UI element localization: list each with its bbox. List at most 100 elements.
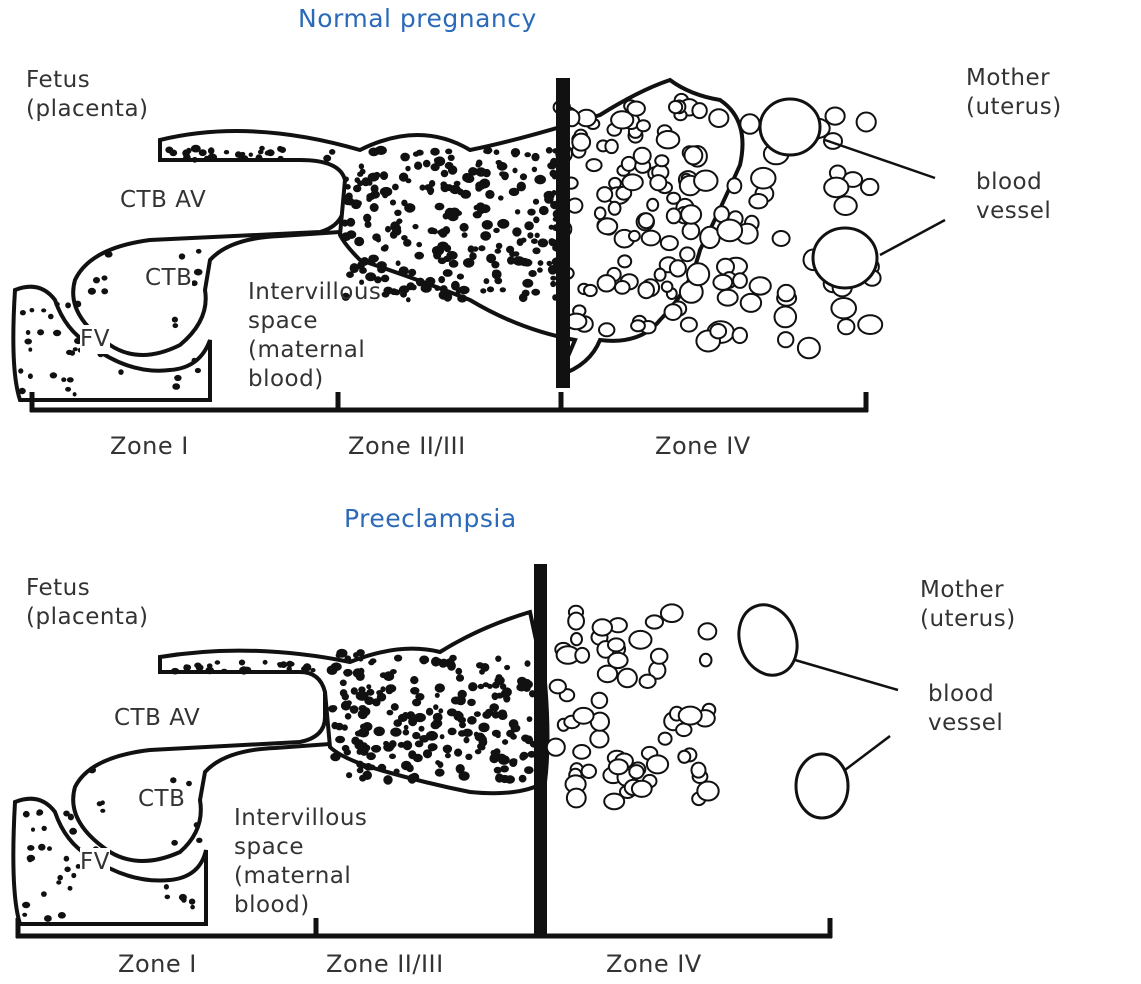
trophoblast-cell: [50, 372, 57, 378]
trophoblast-cell: [241, 669, 247, 674]
trophoblast-cell: [511, 758, 518, 763]
trophoblast-cell: [327, 665, 338, 675]
trophoblast-cell: [183, 154, 191, 162]
trophoblast-cell: [504, 691, 510, 697]
trophoblast-cell: [241, 155, 248, 161]
trophoblast-cell: [457, 294, 467, 302]
trophoblast-cell: [54, 302, 59, 307]
diagram-preeclampsia: [0, 492, 1141, 984]
trophoblast-cell: [394, 655, 402, 662]
trophoblast-cell: [487, 286, 494, 292]
trophoblast-cell: [778, 285, 795, 301]
trophoblast-cell: [834, 196, 856, 215]
trophoblast-cell: [426, 708, 433, 716]
trophoblast-cell: [336, 653, 342, 658]
trophoblast-cell: [440, 734, 445, 739]
trophoblast-cell: [278, 156, 284, 161]
trophoblast-cell: [831, 298, 856, 318]
trophoblast-cell: [64, 867, 70, 873]
trophoblast-cell: [196, 838, 202, 843]
trophoblast-cell: [423, 160, 431, 168]
trophoblast-cell: [383, 244, 389, 250]
trophoblast-cell: [502, 739, 508, 745]
trophoblast-cell: [398, 742, 405, 748]
trophoblast-cell: [440, 659, 447, 665]
trophoblast-cell: [443, 292, 452, 302]
trophoblast-cell: [521, 238, 527, 243]
trophoblast-cell: [172, 383, 180, 390]
trophoblast-cell: [492, 270, 498, 276]
trophoblast-cell: [669, 101, 682, 113]
trophoblast-cell: [376, 690, 383, 695]
trophoblast-cell: [710, 324, 726, 338]
trophoblast-cell: [480, 288, 486, 293]
trophoblast-cell: [350, 705, 359, 714]
fv-label: FV: [80, 848, 110, 877]
trophoblast-cell: [487, 684, 493, 689]
trophoblast-cell: [824, 178, 848, 198]
trophoblast-cell: [538, 260, 544, 266]
trophoblast-cell: [441, 170, 449, 177]
trophoblast-cell: [37, 329, 44, 335]
trophoblast-cell: [491, 261, 499, 268]
trophoblast-cell: [61, 377, 66, 382]
trophoblast-cell: [567, 789, 586, 808]
trophoblast-cell: [435, 760, 440, 765]
trophoblast-cell: [367, 180, 373, 186]
trophoblast-cell: [71, 873, 76, 878]
trophoblast-cell: [697, 782, 718, 801]
trophoblast-cell: [438, 708, 443, 713]
trophoblast-cell: [64, 856, 70, 862]
trophoblast-cell: [412, 699, 421, 707]
trophoblast-cell: [460, 190, 471, 199]
trophoblast-cell: [189, 899, 195, 905]
trophoblast-cell: [457, 274, 464, 280]
trophoblast-cell: [428, 227, 436, 234]
trophoblast-cell: [443, 745, 452, 754]
trophoblast-cell: [400, 291, 407, 298]
trophoblast-cell: [590, 730, 608, 747]
intervillous-label: Intervillous space (maternal blood): [234, 804, 367, 920]
trophoblast-cell: [573, 708, 593, 724]
trophoblast-cell: [186, 148, 191, 154]
trophoblast-cell: [404, 203, 415, 213]
trophoblast-cell: [369, 255, 379, 263]
trophoblast-cell: [434, 157, 441, 163]
trophoblast-cell: [546, 147, 553, 154]
trophoblast-cell: [368, 148, 379, 157]
trophoblast-cell: [494, 767, 502, 774]
trophoblast-cell: [378, 764, 387, 772]
trophoblast-cell: [547, 261, 553, 266]
trophoblast-cell: [535, 233, 540, 238]
trophoblast-cell: [256, 154, 263, 161]
trophoblast-cell: [56, 880, 61, 884]
trophoblast-cell: [404, 725, 409, 730]
trophoblast-cell: [657, 131, 680, 148]
trophoblast-cell: [41, 891, 47, 897]
trophoblast-cell: [435, 203, 445, 211]
trophoblast-cell: [359, 775, 366, 782]
trophoblast-cell: [485, 190, 494, 199]
trophoblast-cell: [58, 912, 66, 919]
trophoblast-cell: [467, 699, 476, 706]
trophoblast-cell: [496, 243, 503, 249]
trophoblast-cell: [205, 667, 214, 674]
trophoblast-cell: [93, 277, 100, 283]
trophoblast-cell: [433, 713, 443, 722]
zone-1-label: Zone I: [110, 432, 189, 460]
trophoblast-cell: [751, 168, 775, 189]
trophoblast-cell: [460, 223, 469, 232]
trophoblast-cell: [20, 310, 26, 315]
trophoblast-cell: [435, 769, 445, 777]
trophoblast-cell: [778, 332, 793, 347]
trophoblast-cell: [38, 844, 45, 851]
ctb-av-label: CTB AV: [114, 704, 200, 733]
trophoblast-cell: [713, 275, 732, 290]
trophoblast-cell: [385, 226, 391, 233]
trophoblast-cell: [454, 749, 462, 757]
trophoblast-cell: [387, 710, 394, 716]
trophoblast-cell: [23, 811, 30, 818]
trophoblast-cell: [27, 845, 34, 851]
trophoblast-cell: [528, 270, 536, 277]
trophoblast-cell: [605, 140, 617, 153]
